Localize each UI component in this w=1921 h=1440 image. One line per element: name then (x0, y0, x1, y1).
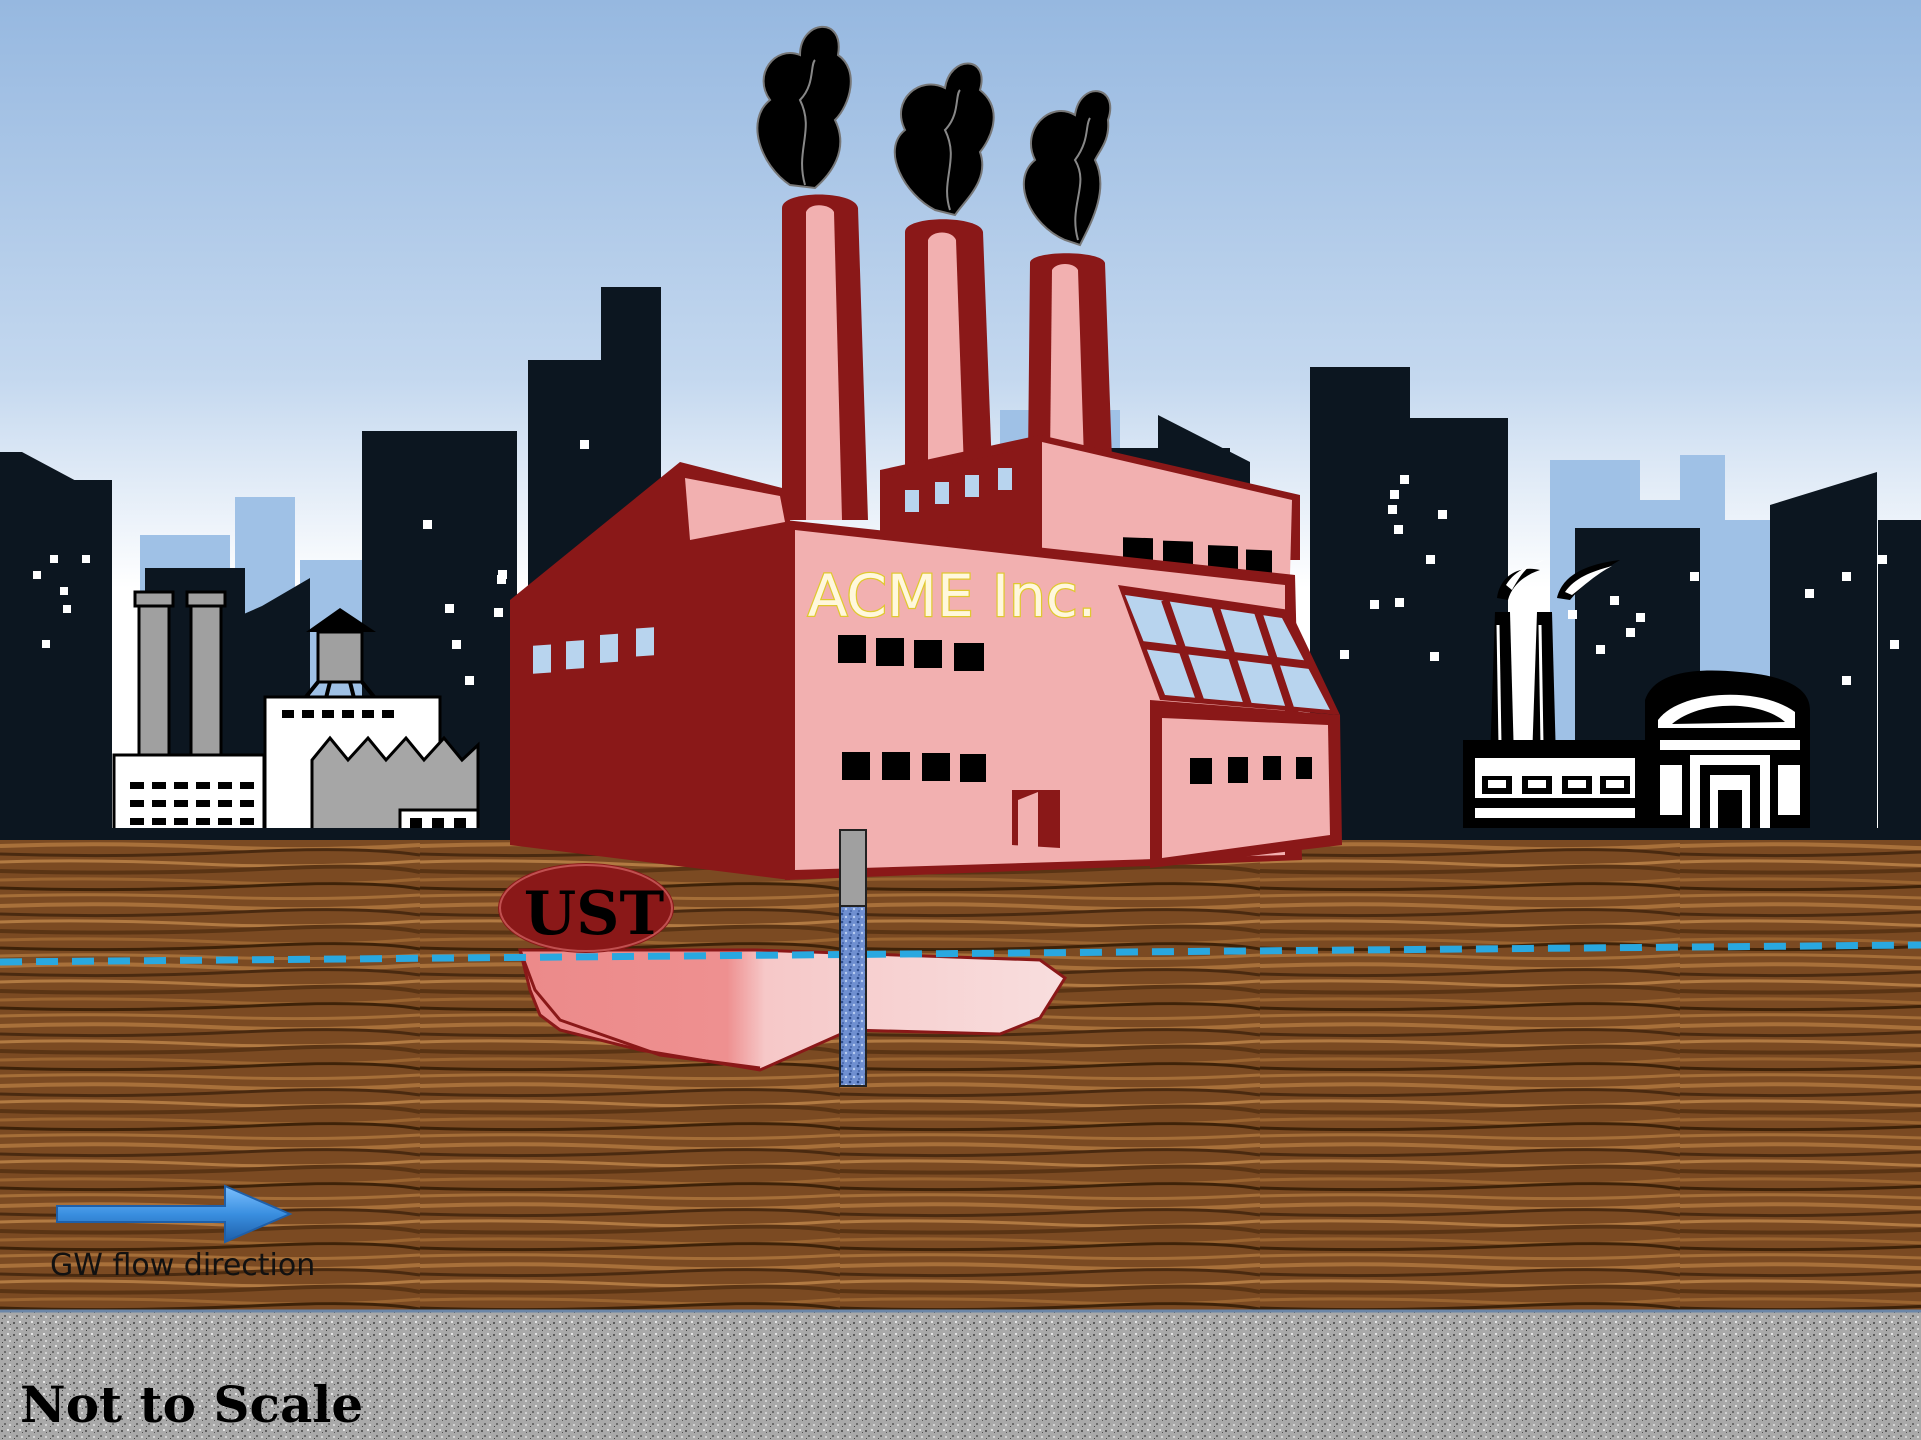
soil-layer (0, 838, 1921, 1310)
ust-label: UST (524, 879, 665, 949)
scale-note: Not to Scale (20, 1375, 363, 1434)
monitoring-well-icon (840, 830, 866, 1086)
flow-legend-label: GW flow direction (50, 1248, 315, 1283)
company-label: ACME Inc. (808, 562, 1096, 630)
ust-tank: UST (498, 863, 674, 953)
